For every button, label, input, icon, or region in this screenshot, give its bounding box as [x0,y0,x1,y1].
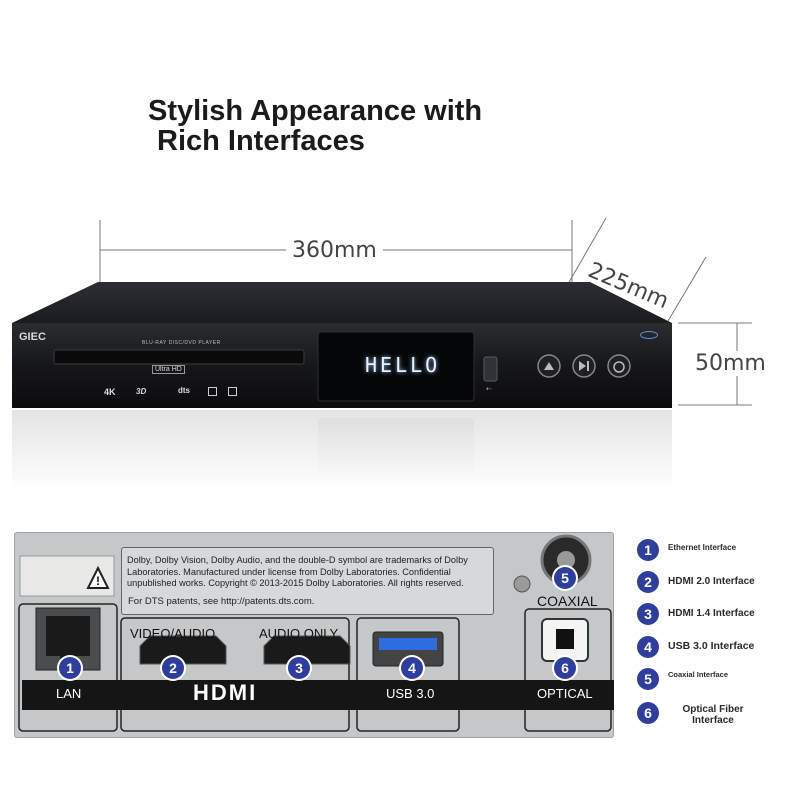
3d-logo: 3D [136,387,147,396]
play-pause-button[interactable] [573,355,595,377]
badge-ethernet: 1 [59,657,81,679]
coaxial-label: COAXIAL [537,593,598,609]
headline-line-2: Rich Interfaces [157,125,365,157]
badge-hdmi-14: 3 [288,657,310,679]
legend-badge-3: 3 [637,603,659,625]
bluray-logo [640,331,658,339]
dts-notice: For DTS patents, see http://patents.dts.… [128,596,315,607]
player-reflection [12,410,672,490]
front-display: HELLO [365,353,441,377]
model-text: BLU-RAY DISC/DVD PLAYER [142,340,221,346]
power-button[interactable] [608,355,630,377]
badge-hdmi-20: 2 [162,657,184,679]
dolby-icon [208,387,217,396]
dts-logo: dts [178,386,190,395]
bluray-player: GIEC BLU-RAY DISC/DVD PLAYER Ultra HD 4K… [12,277,672,410]
lan-label: LAN [56,686,82,701]
headline-line-1: Stylish Appearance with [148,95,483,127]
badge-usb: 4 [401,657,423,679]
legend-ethernet: Ethernet Interface [668,543,737,552]
reflection-shape [12,410,672,490]
legend-badge-2: 2 [637,571,659,593]
video-audio-label: VIDEO/AUDIO [130,626,216,641]
legend-badge-4: 4 [637,636,659,658]
legend-badge-6: 6 [637,702,659,724]
legend-badge-5: 5 [637,668,659,690]
badge-optical: 6 [554,657,576,679]
optical-label: OPTICAL [537,686,593,701]
audio-only-label: AUDIO ONLY [259,626,339,641]
dolby-vision-icon [228,387,237,396]
badge-coaxial: 5 [554,567,576,589]
back-panel-graphics: ! [18,534,614,732]
legend-coaxial: Coaxial Interface [668,670,729,679]
brand-logo: GIEC [19,331,46,343]
4k-logo: 4K [104,387,116,397]
legend-optical: Optical Fiber Interface [682,704,744,726]
legend-hdmi-14: HDMI 1.4 Interface [668,608,755,619]
player-body [12,282,672,408]
usb-icon: ⇠ [486,385,492,393]
usb-label: USB 3.0 [386,686,435,701]
dolby-notice: Dolby, Dolby Vision, Dolby Audio, and th… [127,555,468,589]
hdmi-logo: HDMI [193,680,258,705]
ultra-hd-logo: Ultra HD [152,365,185,374]
legend-usb: USB 3.0 Interface [668,640,755,652]
headline: Stylish Appearance with Rich Interfaces [148,96,482,156]
width-dimension: 360mm [286,238,383,263]
height-dimension: 50mm [695,351,766,376]
notice-box [121,547,494,615]
svg-text:!: ! [96,574,100,588]
legend-badge-1: 1 [637,539,659,561]
eject-button[interactable] [538,355,560,377]
legend-hdmi-20: HDMI 2.0 Interface [668,576,755,587]
